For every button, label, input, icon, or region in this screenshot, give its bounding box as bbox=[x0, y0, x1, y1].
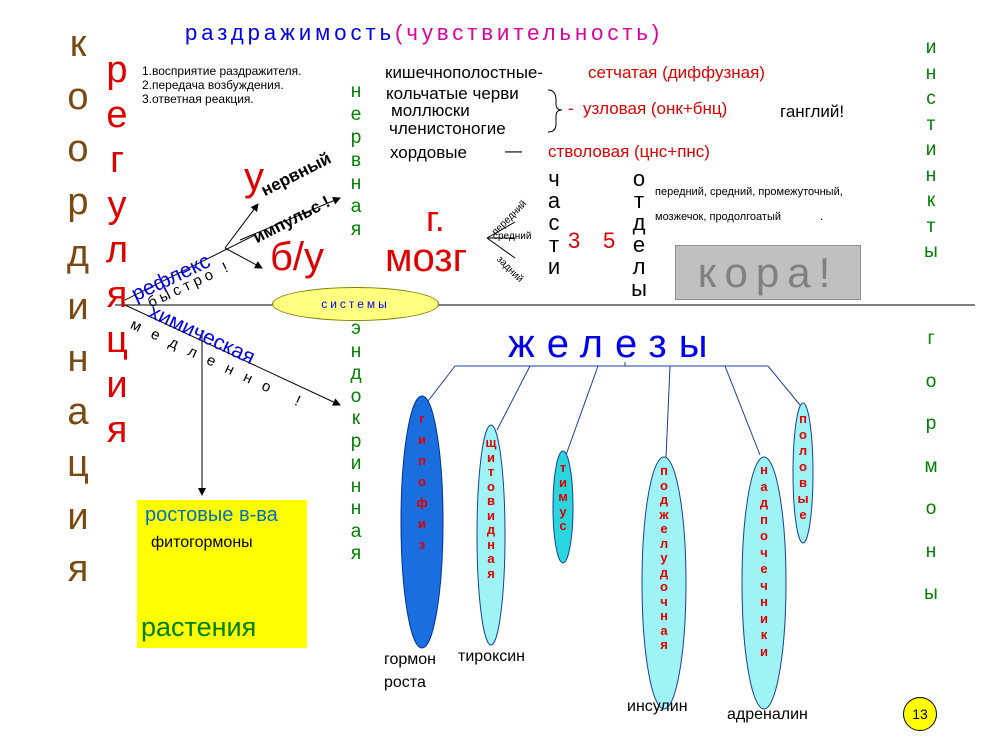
nodal-system-label: узловая (онк+бнц) bbox=[583, 99, 728, 118]
coelenterates-label: кишечнополостные- bbox=[385, 63, 544, 82]
diffuse-system-label: сетчатая (диффузная) bbox=[588, 63, 765, 82]
gland-sex-label: п о л о в ы е bbox=[797, 411, 809, 522]
gland-hypophysis-label: г и п о ф и з bbox=[416, 411, 428, 552]
plants-label: растения bbox=[141, 612, 257, 642]
thyroxine-caption: тироксин bbox=[458, 648, 526, 665]
nervous-vertical: н е р в н а я bbox=[350, 81, 362, 240]
gland-pancreas-shape bbox=[641, 456, 687, 710]
title-sensitivity: (чувствительность) bbox=[395, 20, 664, 45]
endocrine-vertical: э н д о к р и н н а я bbox=[350, 318, 362, 564]
growth-hormone-caption: гормон роста bbox=[384, 651, 437, 691]
step-item: 1.восприятие раздражителя. bbox=[142, 64, 302, 78]
growth-substances-label: ростовые в-ва bbox=[145, 504, 278, 526]
conditioned-label: у bbox=[244, 155, 264, 199]
gland-pancreas-label: п о д ж е л у д о ч н а я bbox=[659, 463, 669, 652]
title: раздражимость(чувствительность) bbox=[185, 20, 663, 46]
plants-box bbox=[137, 500, 307, 648]
brain-sections-list-2: мозжечок, продолгоатый bbox=[655, 211, 782, 223]
arthropods-label: членистоногие bbox=[389, 119, 506, 138]
regulation-vertical: р е г у л я ц и я bbox=[105, 49, 129, 451]
chordates-label: хордовые bbox=[390, 143, 467, 162]
brain-g-label: г. bbox=[426, 198, 445, 239]
page-number-badge: 13 bbox=[903, 697, 937, 731]
parts-vertical: ч а с т и bbox=[547, 166, 561, 279]
insulin-caption: инсулин bbox=[627, 698, 688, 715]
three-parts-number: 3 bbox=[568, 228, 581, 253]
instincts-vertical: и н с т и н к т ы bbox=[924, 37, 938, 262]
gland-hypophysis-shape bbox=[400, 395, 444, 649]
five-sections-number: 5 bbox=[603, 228, 616, 253]
gland-thyroid-shape bbox=[476, 424, 506, 646]
coordination-vertical: к о о р д и н а ц и я bbox=[66, 23, 90, 590]
brain-sections-list-1: передний, средний, промежуточный, bbox=[655, 186, 843, 198]
gland-adrenal-label: н а д п о ч е ч н и к и bbox=[759, 462, 769, 659]
systems-ellipse: системы bbox=[272, 287, 439, 321]
chordates-dash: — bbox=[505, 141, 522, 160]
ganglion-label: ганглий! bbox=[780, 102, 845, 121]
gland-thymus-label: т и м у с bbox=[558, 460, 568, 533]
cortex-box: кора! bbox=[675, 245, 861, 300]
step-item: 3.ответная реакция. bbox=[142, 92, 254, 106]
unconditioned-label: б/у bbox=[270, 235, 325, 279]
hormones-vertical: г о р м о н ы bbox=[924, 328, 938, 604]
mollusks-label: моллюски bbox=[391, 101, 470, 120]
brain-middle-label: средний bbox=[493, 231, 532, 242]
title-irritability: раздражимость bbox=[185, 20, 396, 45]
step-item: 2.передача возбуждения. bbox=[142, 78, 284, 92]
phytohormones-label: фитогормоны bbox=[151, 534, 253, 551]
sections-vertical: о т д е л ы bbox=[631, 166, 647, 301]
gland-thyroid-label: щ и т о в и д н а я bbox=[485, 435, 497, 581]
adrenaline-caption: адреналин bbox=[727, 706, 808, 723]
brain-sections-dot: . bbox=[820, 211, 824, 223]
gland-sex-shape bbox=[792, 402, 814, 544]
gland-thymus-shape bbox=[552, 450, 574, 564]
gland-adrenal-shape bbox=[741, 456, 787, 710]
glands-title: железы bbox=[508, 322, 720, 366]
reaction-steps: 1.восприятие раздражителя. 2.передача во… bbox=[142, 64, 302, 106]
stem-system-label: стволовая (цнс+пнс) bbox=[548, 142, 710, 161]
annelids-label: кольчатые черви bbox=[386, 84, 519, 103]
brain-label: мозг bbox=[385, 236, 468, 280]
nodal-dash: - bbox=[568, 99, 574, 118]
